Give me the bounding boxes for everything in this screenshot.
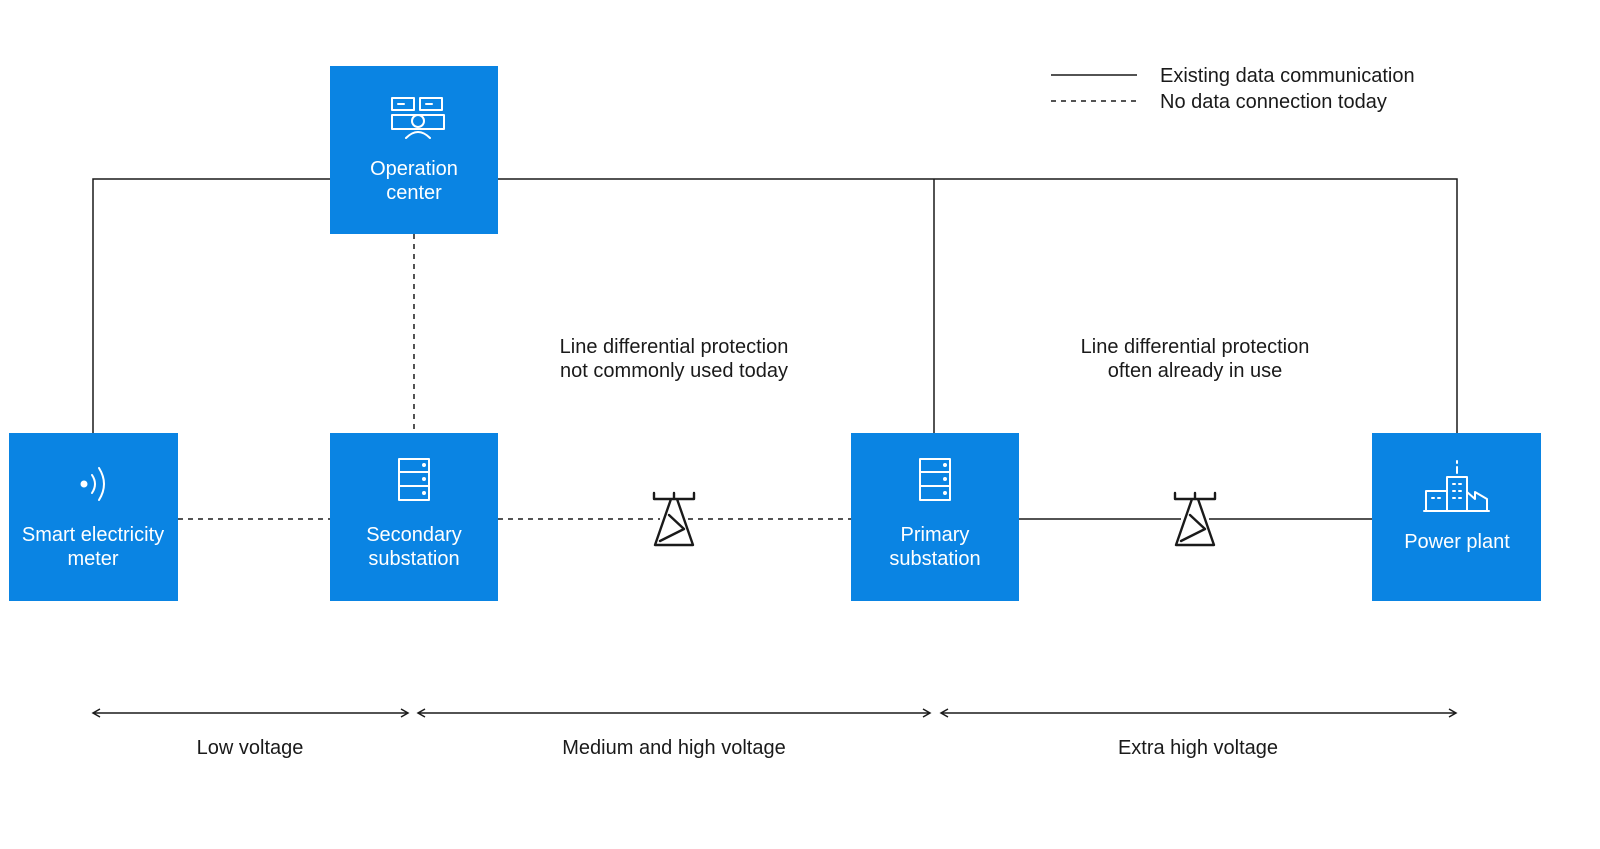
annotation-medium-line-1: Line differential protection [560, 336, 789, 358]
annotation-medium-voltage: Line differential protection not commonl… [560, 336, 789, 382]
smart-meter-node: Smart electricity meter [9, 433, 178, 601]
server-rack-icon [919, 458, 951, 501]
operation-center-label-2: center [386, 182, 442, 204]
smart-meter-label-2: meter [67, 548, 118, 570]
legend-none-label: No data connection today [1160, 91, 1387, 113]
power-plant-node: Power plant [1372, 433, 1541, 601]
link-meter-operation [92, 178, 330, 433]
extra-high-voltage-label: Extra high voltage [1118, 737, 1278, 759]
secondary-substation-label-1: Secondary [366, 524, 462, 546]
secondary-substation-label-2: substation [368, 548, 459, 570]
operator-console-icon [391, 97, 445, 139]
transmission-tower-icon [652, 491, 696, 547]
annotation-medium-line-2: not commonly used today [560, 360, 788, 382]
medium-high-voltage-label: Medium and high voltage [562, 737, 785, 759]
smart-meter-label-1: Smart electricity [22, 524, 164, 546]
operation-center-label-1: Operation [370, 158, 458, 180]
server-rack-icon [398, 458, 430, 501]
legend: Existing data communication No data conn… [1051, 65, 1415, 113]
power-plant-label: Power plant [1404, 531, 1510, 553]
primary-substation-node: Primary substation [851, 433, 1019, 601]
legend-existing-label: Existing data communication [1160, 65, 1415, 87]
annotation-extra-line-1: Line differential protection [1081, 336, 1310, 358]
voltage-ranges: Low voltage Medium and high voltage Extr… [91, 708, 1458, 759]
primary-substation-label-1: Primary [901, 524, 970, 546]
link-operation-powerplant [498, 178, 1458, 433]
secondary-substation-node: Secondary substation [330, 433, 498, 601]
transmission-tower-icon [1173, 491, 1217, 547]
operation-center-node: Operation center [330, 66, 498, 234]
annotation-extra-line-2: often already in use [1108, 360, 1283, 382]
wireless-signal-icon [80, 467, 105, 501]
primary-substation-label-2: substation [889, 548, 980, 570]
factory-icon [1423, 460, 1490, 512]
low-voltage-label: Low voltage [197, 737, 304, 759]
annotation-extra-high-voltage: Line differential protection often alrea… [1081, 336, 1310, 382]
